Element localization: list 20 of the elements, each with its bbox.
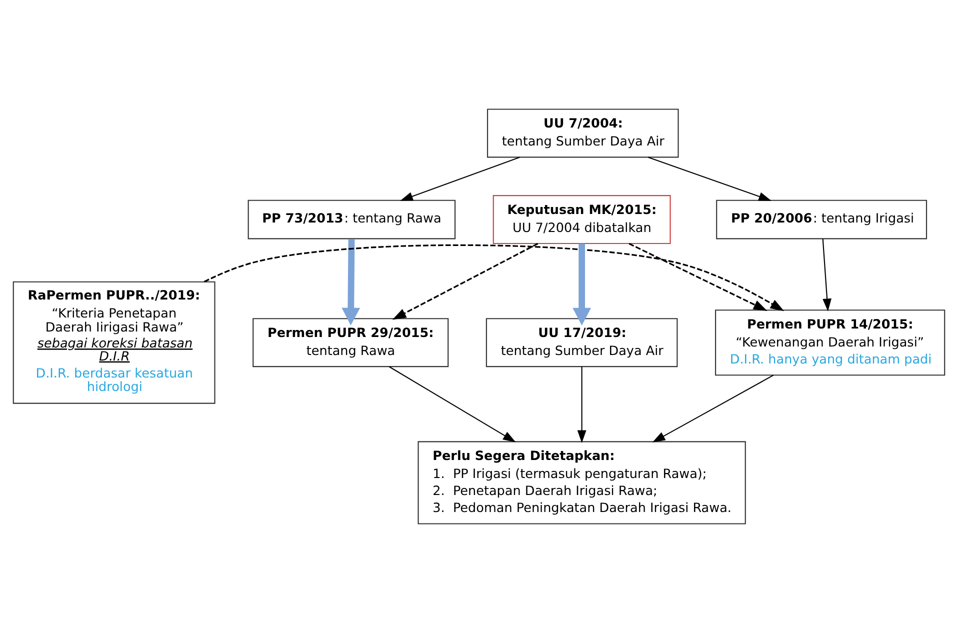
arrow (576, 366, 586, 444)
arrow (822, 238, 832, 312)
arrow (341, 238, 360, 326)
arrow (203, 244, 784, 312)
node-box: PP 73/2013: tentang Rawa (247, 200, 456, 240)
node-box: Permen PUPR 14/2015: “Kewenangan Daerah Irigasi” D.I.R. hanya yang ditanam padi (714, 310, 945, 376)
node-box: Perlu Segera Ditetapkan: 1. PP Irigasi (termasuk pengaturan Rawa); 2. Penetapan Daerah Irigasi Rawa; 3. Pedoman Peningkatan Daerah Irigasi Rawa. (417, 441, 746, 524)
node-box: Keputusan MK/2015: UU 7/2004 dibatalkan (492, 195, 670, 244)
arrow (652, 374, 774, 442)
arrow (572, 244, 591, 326)
node-box: Permen PUPR 29/2015: tentang Rawa (252, 318, 448, 368)
arrow (392, 242, 538, 320)
arrow (400, 156, 520, 201)
node-box: RaPermen PUPR../2019: “Kriteria Penetapan Daerah Iirigasi Rawa” sebagai koreksi batasan D.I.R D.I.R. berdasar kesatuan hidrologi (12, 281, 215, 404)
arrow (647, 156, 772, 201)
node-box: UU 17/2019: tentang Sumber Daya Air (485, 318, 678, 368)
node-box: PP 20/2006: tentang Irigasi (716, 200, 927, 240)
arrow (388, 366, 516, 442)
arrow (628, 242, 767, 311)
node-box: UU 7/2004: tentang Sumber Daya Air (486, 108, 678, 158)
